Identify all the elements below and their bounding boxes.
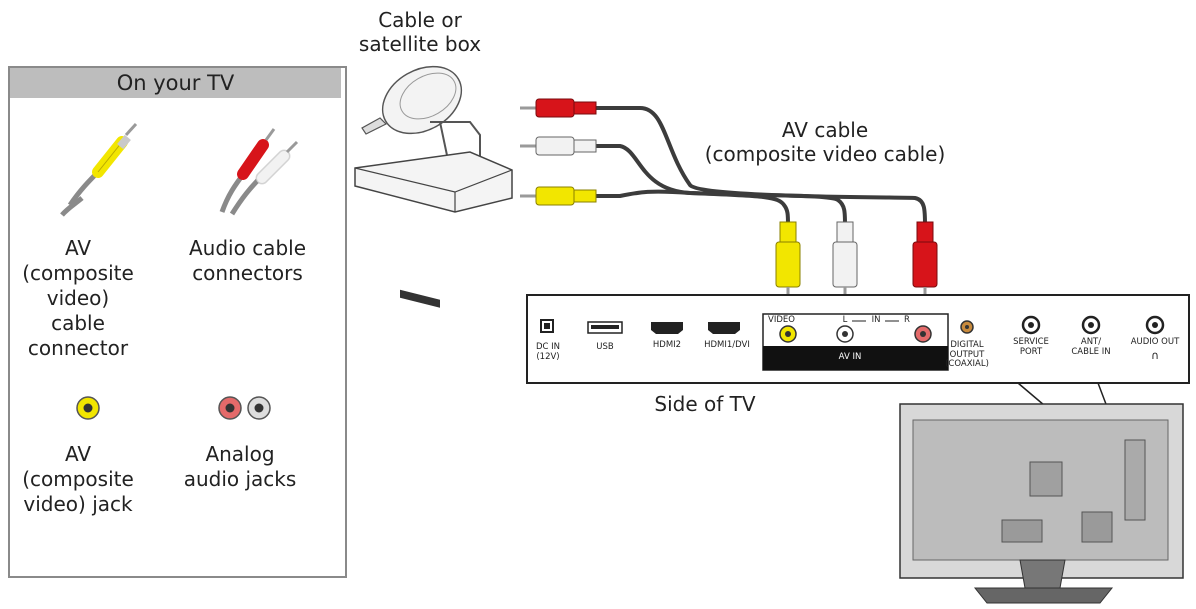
av-composite-connector-icon — [60, 122, 138, 217]
ant-cable-in-port-icon — [1081, 315, 1101, 335]
on-your-tv-panel — [8, 66, 347, 578]
cable-plug-yellow-horizontal — [520, 186, 597, 206]
av-cable-wires — [595, 106, 927, 226]
port-label-video: VIDEO — [768, 315, 795, 325]
digital-output-port-icon — [960, 320, 974, 334]
cable-plug-white-horizontal — [520, 136, 597, 156]
av-connector-label: AV (composite video) cable connector — [22, 236, 134, 360]
port-label-ant-cable-in: ANT/ CABLE IN — [1071, 337, 1111, 357]
cable-label: AV cable (composite video cable) — [704, 118, 946, 166]
analog-audio-jacks-icon — [218, 396, 271, 420]
dc-in-port-icon — [540, 319, 554, 333]
port-label-service-port: SERVICE PORT — [1013, 337, 1049, 357]
port-label-usb: USB — [596, 342, 614, 352]
analog-jack-label: Analog audio jacks — [183, 442, 297, 491]
port-label-hdmi1: HDMI1/DVI — [704, 340, 750, 350]
side-of-tv-label: Side of TV — [654, 392, 756, 416]
port-label-audio-out: AUDIO OUT — [1130, 337, 1180, 347]
source-label: Cable or satellite box — [358, 8, 482, 56]
service-port-icon — [1021, 315, 1041, 335]
tv-back-icon — [899, 403, 1184, 604]
panel-title: On your TV — [10, 68, 341, 98]
cable-plug-yellow-vertical — [775, 221, 801, 312]
av-jack-label: AV (composite video) jack — [22, 442, 134, 516]
headphones-icon: ∩ — [1150, 349, 1160, 362]
hdmi2-port-icon — [651, 322, 683, 334]
audio-out-port-icon — [1145, 315, 1165, 335]
satellite-box-icon — [354, 65, 513, 308]
av-jack-icon — [76, 396, 100, 420]
audio-l-jack-icon — [836, 325, 854, 343]
audio-connector-label: Audio cable connectors — [188, 236, 306, 285]
port-label-dc-in: DC IN (12V) — [535, 342, 561, 362]
port-label-hdmi2: HDMI2 — [652, 340, 682, 350]
video-jack-icon — [779, 325, 797, 343]
hdmi1-port-icon — [708, 322, 740, 334]
port-label-in: IN — [871, 315, 881, 325]
port-label-r: R — [904, 315, 910, 325]
port-label-digital-output: DIGITAL OUTPUT (COAXIAL) — [945, 340, 989, 369]
usb-port-icon — [587, 321, 623, 334]
cable-plug-red-horizontal — [520, 98, 597, 118]
audio-r-jack-icon — [914, 325, 932, 343]
port-label-av-in: AV IN — [838, 352, 862, 362]
port-label-l: L — [842, 315, 848, 325]
audio-cable-connectors-icon — [219, 128, 299, 216]
